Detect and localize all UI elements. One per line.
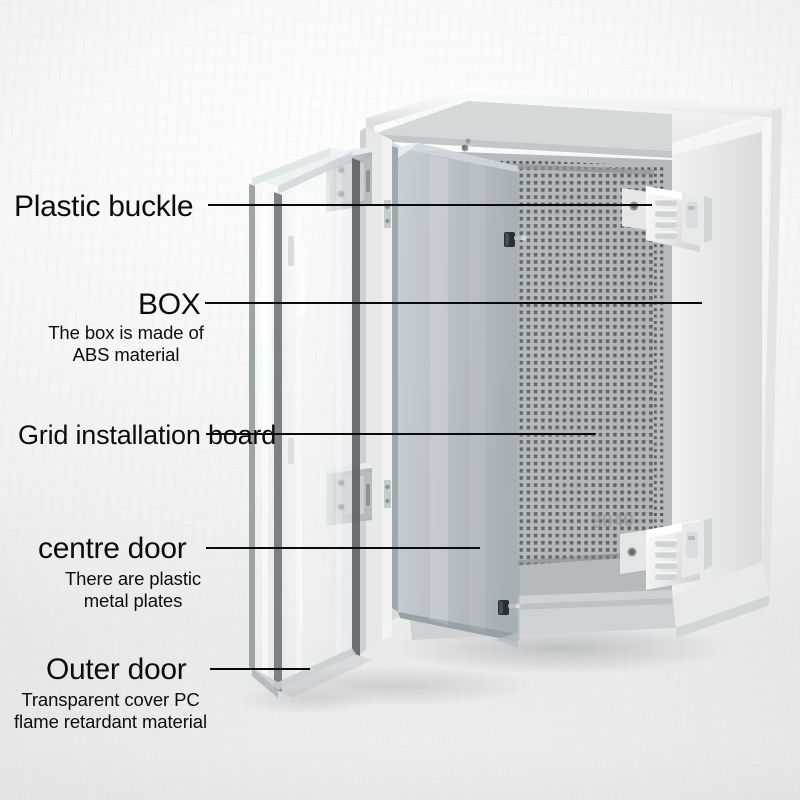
annotation-subtitle-box: The box is made of ABS material <box>48 322 204 365</box>
annotation-title-plastic-buckle: Plastic buckle <box>14 190 194 223</box>
plastic-buckle-bottom <box>620 518 712 590</box>
centre-door-latch-lower <box>498 600 521 615</box>
outer-transparent-door <box>249 148 372 698</box>
annotation-title-centre-door: centre door <box>38 532 187 565</box>
centre-door-hinge-lower <box>384 480 391 508</box>
embossed-model-text: 3040 <box>591 510 634 533</box>
annotation-title-grid-installation-board: Grid installation board <box>18 420 277 450</box>
annotation-subtitle-centre-door: There are plastic metal plates <box>64 568 202 611</box>
leader-line-centre-door <box>206 547 480 549</box>
leader-line-plastic-buckle <box>208 204 652 206</box>
centre-door-latch-upper <box>504 232 527 247</box>
annotation-subtitle-outer-door: Transparent cover PC flame retardant mat… <box>14 689 207 732</box>
annotation-title-box: BOX <box>138 288 201 321</box>
plastic-buckle-top <box>622 186 712 252</box>
leader-line-outer-door <box>210 668 310 670</box>
leader-line-box <box>205 302 702 304</box>
centre-door-hinge-upper <box>384 200 391 228</box>
annotation-title-outer-door: Outer door <box>46 653 187 686</box>
leader-line-grid-installation-board <box>206 433 596 435</box>
